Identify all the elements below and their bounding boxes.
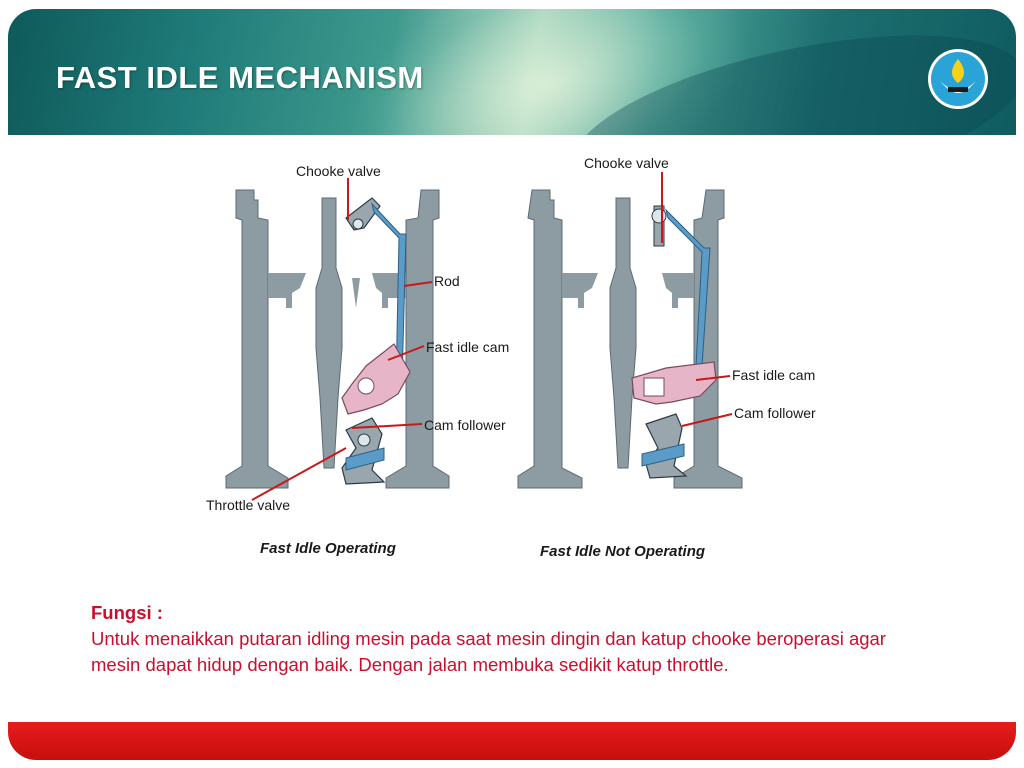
right-throttle-plate <box>641 443 685 467</box>
logo-book <box>948 87 968 92</box>
left-nozzle-right <box>372 273 406 308</box>
right-choke-valve <box>653 205 665 247</box>
left-throttle-leader <box>251 447 347 501</box>
right-caption: Fast Idle Not Operating <box>540 543 705 560</box>
right-nozzle-right <box>662 273 694 308</box>
left-venturi-center <box>315 197 343 469</box>
description-block: Fungsi : Untuk menaikkan putaran idling … <box>91 600 911 678</box>
right-cam-pivot <box>643 377 665 397</box>
left-cam-pivot <box>357 377 375 395</box>
left-throttle-plate <box>345 447 385 471</box>
slide-title: FAST IDLE MECHANISM <box>56 60 424 95</box>
left-rod-leader <box>403 281 433 287</box>
left-carburetor: Chooke valve Rod Fast idle cam Cam follo… <box>206 163 509 557</box>
right-cam-leader <box>695 375 731 381</box>
left-caption: Fast Idle Operating <box>260 540 396 557</box>
left-label-choke-valve: Chooke valve <box>296 163 381 179</box>
right-label-choke-valve: Chooke valve <box>584 155 669 171</box>
left-label-rod: Rod <box>434 273 460 289</box>
logo-flame <box>952 59 964 83</box>
left-fast-idle-cam <box>341 343 411 415</box>
left-follower-leader <box>351 423 423 429</box>
left-label-cam-follower: Cam follower <box>424 417 506 433</box>
description-body: Untuk menaikkan putaran idling mesin pad… <box>91 628 886 675</box>
tut-wuri-handayani-logo <box>928 49 988 109</box>
fast-idle-diagram: Chooke valve Rod Fast idle cam Cam follo… <box>206 155 816 560</box>
footer-bar <box>8 722 1016 760</box>
description-heading: Fungsi : <box>91 602 163 623</box>
left-label-throttle-valve: Throttle valve <box>206 497 290 513</box>
right-label-fast-idle-cam: Fast idle cam <box>732 367 815 383</box>
left-choke-pivot <box>352 218 364 230</box>
right-choke-pivot <box>651 208 667 224</box>
right-venturi-center <box>609 197 637 469</box>
right-carburetor: Chooke valve Fast idle cam Cam follower … <box>517 155 816 560</box>
left-tip <box>352 278 360 308</box>
right-follower-leader <box>681 413 733 427</box>
right-wall-right <box>673 189 743 489</box>
left-throttle-pivot <box>357 433 371 447</box>
right-wall-left <box>517 189 583 489</box>
left-label-fast-idle-cam: Fast idle cam <box>426 339 509 355</box>
right-label-cam-follower: Cam follower <box>734 405 816 421</box>
left-wall-right <box>385 189 450 489</box>
left-nozzle-left <box>268 273 306 308</box>
right-nozzle-left <box>562 273 598 308</box>
left-wall-left <box>225 189 289 489</box>
left-cam-leader <box>387 345 425 361</box>
header-banner <box>8 9 1016 135</box>
